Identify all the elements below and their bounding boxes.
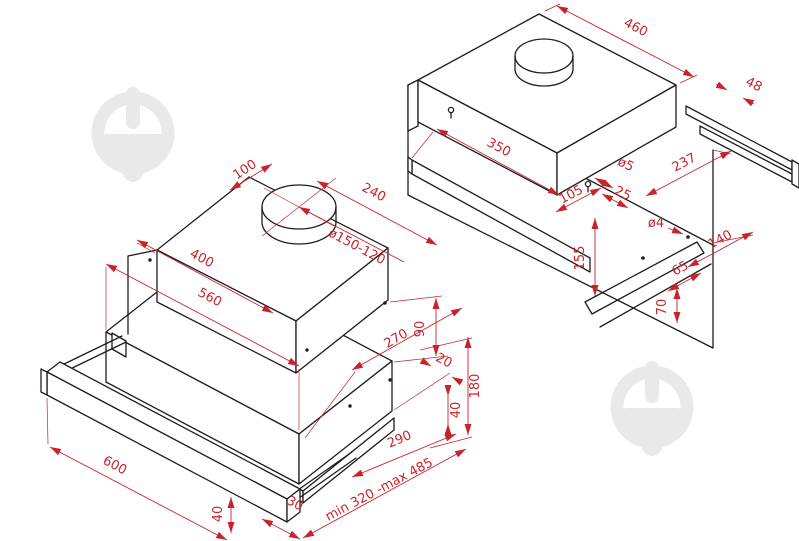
watermark-triangle — [621, 408, 683, 456]
dim-label: ø5 — [615, 155, 636, 176]
hole-dot — [388, 378, 392, 382]
dim-label: 70 — [655, 299, 670, 316]
dim-label: 65 — [670, 258, 692, 279]
dim-offset-70: 70 — [655, 288, 681, 323]
duct-outlet — [514, 38, 574, 74]
dim-front-height-40: 40 — [211, 497, 235, 533]
hole-dot — [148, 258, 152, 262]
dim-offset-30: 30 — [261, 493, 306, 540]
dim-label: 30 — [284, 493, 306, 514]
marketplace-watermark-icon — [610, 361, 694, 456]
hole-dot — [686, 235, 690, 239]
dim-offset-25: 25 — [601, 183, 633, 209]
dim-label: 40 — [449, 402, 464, 419]
dim-label: 48 — [743, 74, 765, 95]
dim-keyhole-diameter-5: ø5 — [594, 155, 636, 189]
dim-label: 25 — [612, 183, 633, 204]
slide-rails — [59, 335, 357, 504]
dim-label: 140 — [706, 227, 735, 252]
watermark-triangle — [102, 134, 164, 182]
hole-dot — [641, 256, 645, 260]
back-panel-left-cap — [407, 79, 419, 132]
dim-height-180: 180 — [419, 337, 483, 449]
dim-label: 600 — [100, 453, 129, 478]
dim-label: 155 — [573, 246, 588, 271]
rear-view: 460 48 350 ø5 237 105 25 — [407, 3, 799, 349]
dim-label: 100 — [231, 157, 260, 183]
dim-label: 240 — [359, 180, 388, 205]
dim-label: 40 — [211, 506, 226, 523]
marketplace-watermark-icon — [91, 87, 175, 182]
dim-hole-diameter-4: ø4 — [648, 216, 684, 235]
slide-rail-bar — [685, 105, 793, 171]
keyhole-slot — [447, 106, 455, 119]
dim-height-155: 155 — [573, 218, 599, 296]
dim-step-40: 40 — [444, 385, 464, 435]
mount-strip-cap — [407, 156, 413, 175]
slide-rail-end-cap — [791, 159, 799, 189]
hole-dot — [348, 404, 352, 408]
dim-depth-237: 237 — [645, 149, 732, 197]
dim-label: 270 — [382, 326, 411, 351]
dim-label: 180 — [468, 374, 483, 399]
dim-label: 237 — [670, 150, 699, 175]
dim-label: 460 — [621, 16, 650, 41]
watermark-stem — [645, 361, 659, 403]
front-view: 100 240 ø150-120 400 560 90 — [40, 157, 483, 541]
dim-label: 20 — [433, 350, 455, 371]
dim-step-20: 20 — [393, 350, 464, 411]
watermark-stem — [126, 87, 140, 129]
hole-dot — [383, 301, 387, 305]
dim-label: ø4 — [648, 216, 664, 231]
dim-offset-48: 48 — [715, 74, 765, 107]
hole-dot — [305, 348, 309, 352]
visor-end-cap — [286, 488, 301, 523]
bottom-frame — [584, 241, 712, 328]
visor-left-cap — [40, 368, 48, 396]
